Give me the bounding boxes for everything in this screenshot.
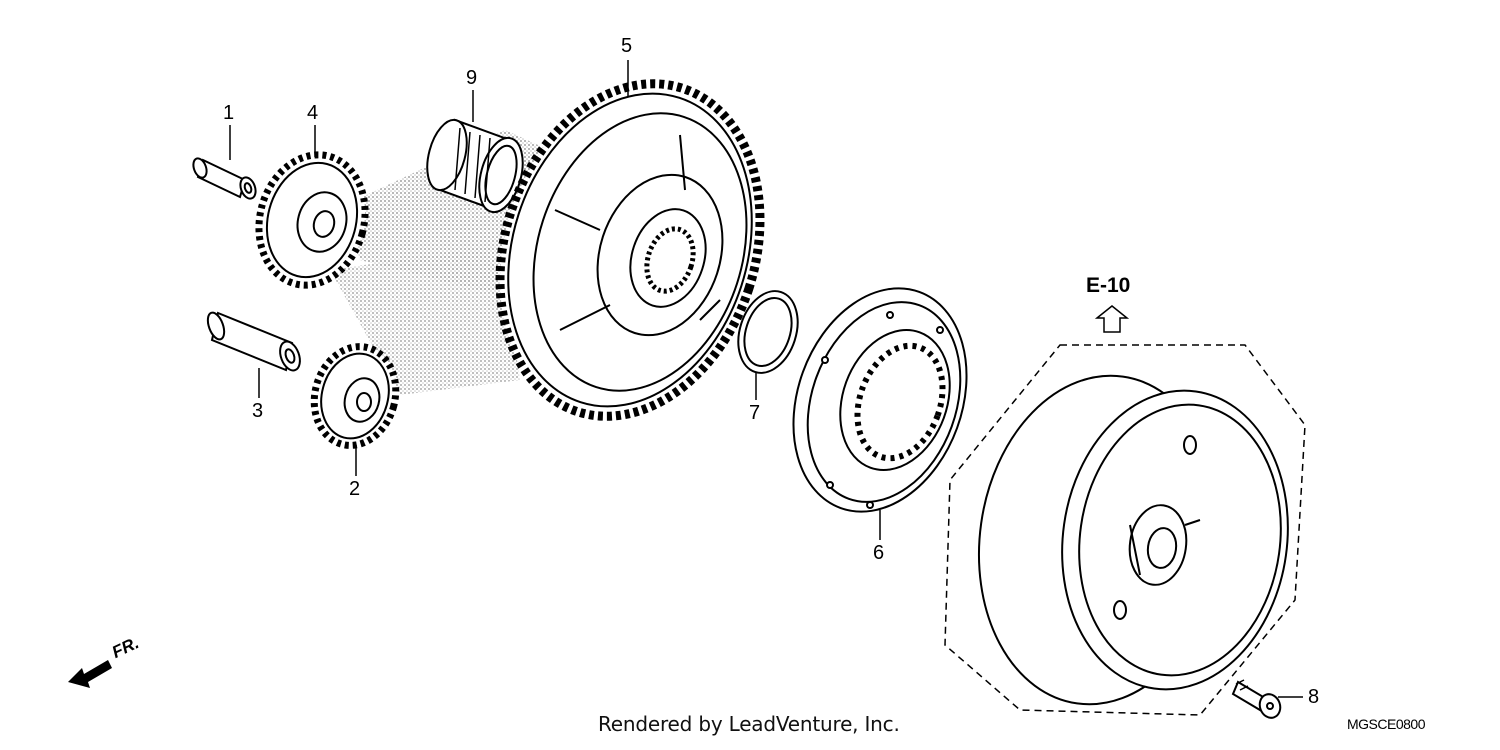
- callout-8: 8: [1308, 686, 1320, 708]
- callout-5: 5: [621, 35, 633, 57]
- callout-7: 7: [749, 402, 761, 424]
- part-2-gear: [310, 343, 400, 449]
- part-6-starter-clutch: [792, 287, 968, 513]
- callout-3: 3: [252, 400, 264, 422]
- front-direction-arrow-icon: [68, 660, 112, 688]
- flywheel-reference-outline: [944, 344, 1306, 716]
- part-3-collar: [206, 311, 301, 372]
- callout-1: 1: [223, 102, 235, 124]
- callout-2: 2: [349, 478, 361, 500]
- flywheel: [977, 374, 1289, 706]
- footer-credit: Rendered by LeadVenture, Inc.: [598, 712, 900, 736]
- part-8-bolt: [1231, 679, 1282, 719]
- callout-4: 4: [307, 102, 319, 124]
- part-7-o-ring: [737, 290, 799, 374]
- up-arrow-icon: [1094, 305, 1130, 333]
- part-4-gear: [255, 151, 369, 289]
- part-5-driven-gear: [495, 79, 765, 421]
- part-1-collar: [192, 157, 257, 200]
- leader-lines: [229, 60, 1303, 698]
- callout-9: 9: [466, 67, 478, 89]
- part-9-bearing: [426, 118, 524, 214]
- diagram-code: MGSCE0800: [1347, 716, 1425, 732]
- callout-6: 6: [873, 542, 885, 564]
- reference-label: E-10: [1086, 274, 1131, 297]
